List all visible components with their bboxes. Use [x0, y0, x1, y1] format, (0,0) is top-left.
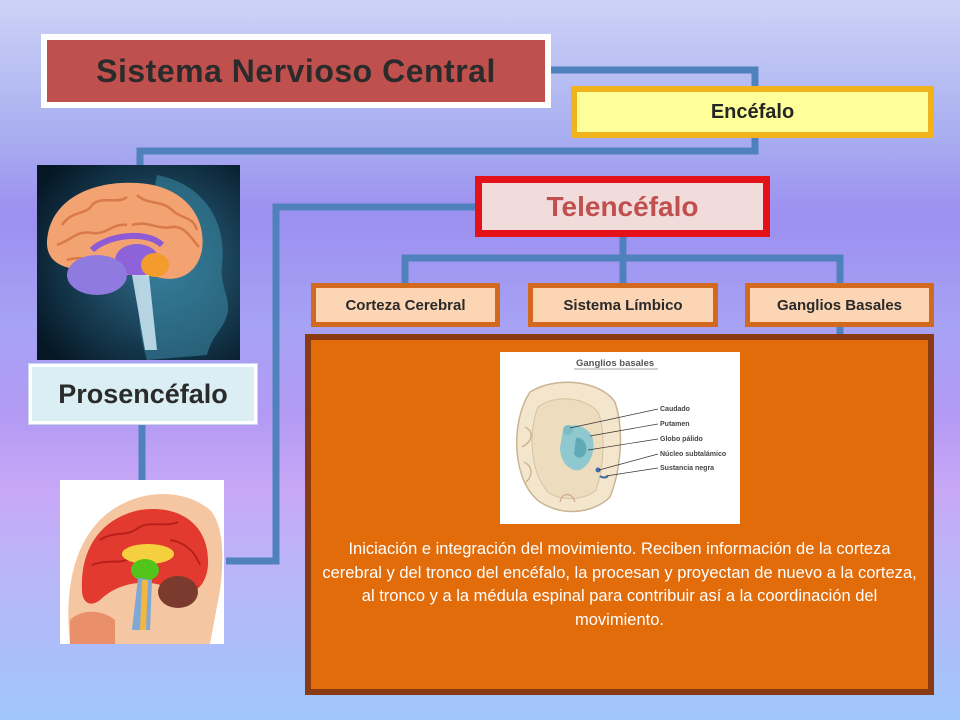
- connector-image-telencefalo: [226, 203, 478, 565]
- ganglios-basales-figure: Ganglios basales Caudado: [499, 352, 740, 524]
- figure-label-globo-palido: Globo pálido: [660, 436, 703, 443]
- connector-title-encefalo: [551, 66, 759, 88]
- figure-label-caudado: Caudado: [660, 406, 690, 413]
- telencefalo-box: Telencéfalo: [475, 176, 770, 237]
- figure-label-putamen: Putamen: [660, 421, 690, 428]
- connector-encefalo-prosencefalo: [136, 138, 759, 167]
- prosencefalo-box: Prosencéfalo: [29, 364, 257, 424]
- page-title: Sistema Nervioso Central: [47, 40, 545, 102]
- title-box: Sistema Nervioso Central: [41, 34, 551, 108]
- brain-head-image: [37, 165, 240, 360]
- corteza-cerebral-box: Corteza Cerebral: [311, 283, 500, 327]
- connector-telencefalo-subdivisions: [401, 237, 627, 285]
- ganglios-detail-panel: Ganglios basales Caudado: [305, 334, 934, 695]
- connector-telencefalo-ganglios: [623, 254, 844, 285]
- sistema-limbico-box: Sistema Límbico: [528, 283, 718, 327]
- figure-title: Ganglios basales: [576, 358, 654, 369]
- figure-label-nucleo-subtalamico: Núcleo subtalámico: [660, 451, 726, 458]
- encefalo-box: Encéfalo: [571, 86, 934, 138]
- ganglios-description: Iniciación e integración del movimiento.…: [322, 540, 917, 629]
- brain-sagittal-image: [60, 480, 224, 644]
- ganglios-basales-box: Ganglios Basales: [745, 283, 934, 327]
- figure-label-sustancia-negra: Sustancia negra: [660, 465, 714, 472]
